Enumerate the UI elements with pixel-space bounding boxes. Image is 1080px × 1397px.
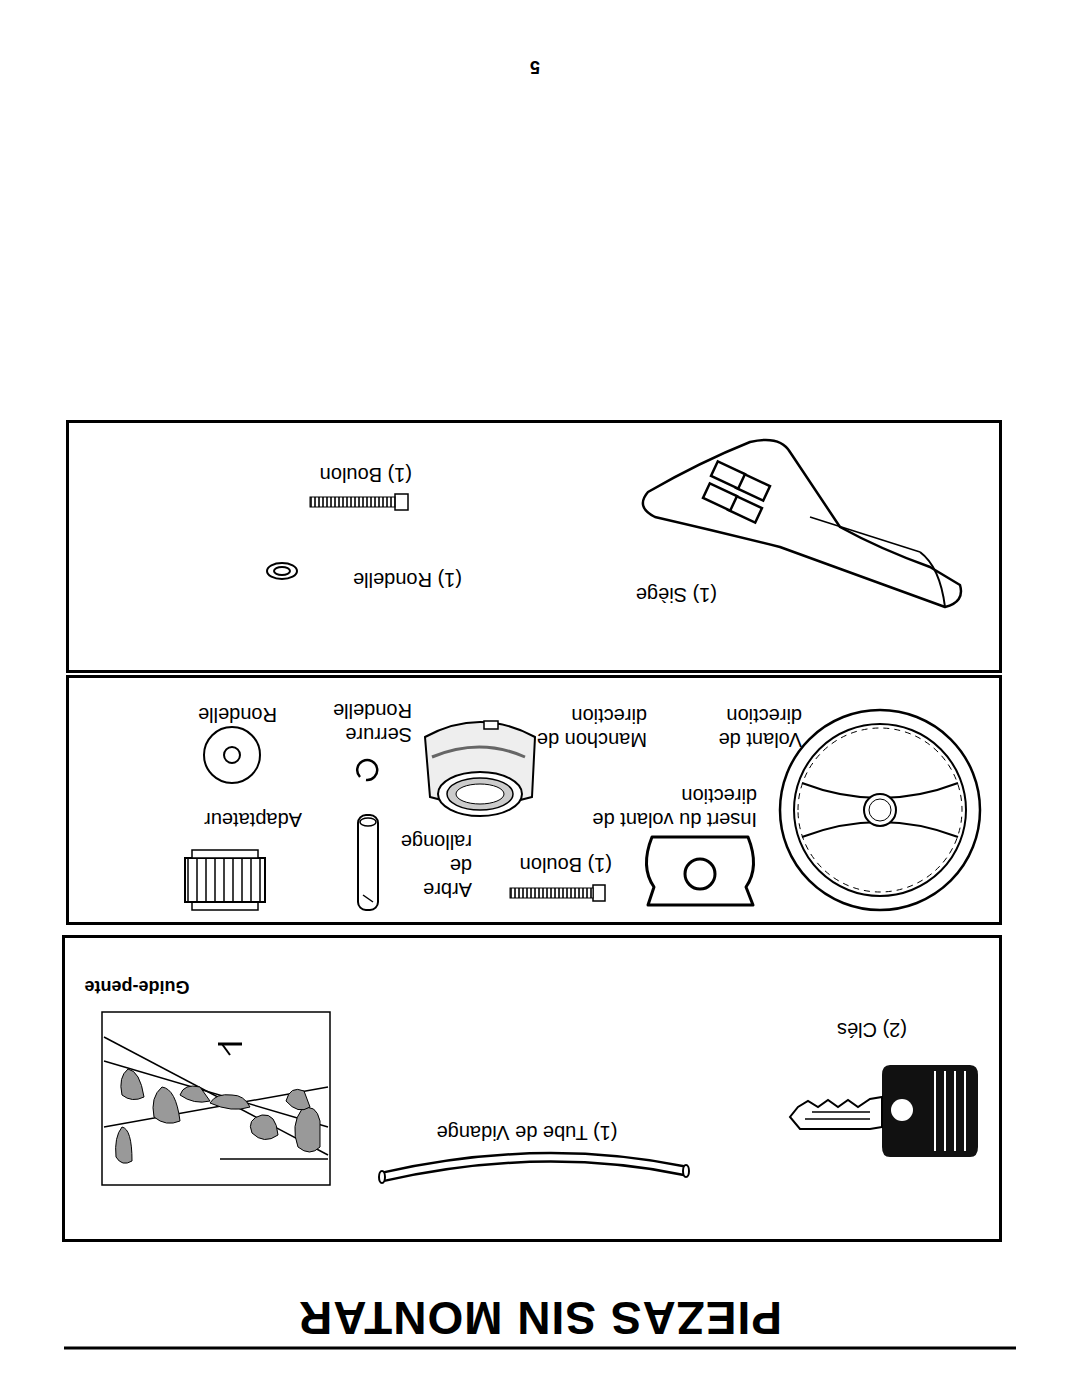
part-label: Volant de direction <box>662 704 802 752</box>
bolt-icon <box>310 494 408 510</box>
part-label: Rondelle <box>167 703 277 727</box>
rule-line <box>64 1347 1016 1350</box>
slope-guide <box>102 1012 330 1185</box>
part-label: (1) Boulon <box>482 853 612 877</box>
part-label: Serrure Rondelle <box>312 699 412 747</box>
steering-wheel <box>780 710 980 910</box>
page-title: PIEZAS SIN MONTAR <box>0 1291 1080 1345</box>
wheel-insert <box>646 837 753 905</box>
parts-panel: (2) Clés(1) Tube de VidangeGuide-pente <box>62 935 1002 1242</box>
part-label: Guide-pente <box>57 975 217 997</box>
lock-washer <box>357 760 377 780</box>
parts-panel: Volant de directionInsert du volant de d… <box>66 675 1002 925</box>
adapter-gear <box>185 850 265 910</box>
part-label: (1) Boulon <box>282 463 412 487</box>
seat <box>643 440 961 607</box>
part-label: Manchon de direction <box>497 704 647 752</box>
page-number: 5 <box>530 56 540 77</box>
parts-panel: (1) Siège (1) Rondelle (1) Boulon <box>66 420 1002 673</box>
part-label: (1) Siège <box>587 583 717 607</box>
part-label: (1) Rondelle <box>312 568 462 592</box>
part-label: Arbre de rallonge <box>406 830 472 902</box>
drain-tube <box>379 1157 689 1183</box>
part-label: Insert du volant de direction <box>567 784 757 832</box>
washer-icon <box>204 727 260 783</box>
washer-icon <box>267 563 297 579</box>
part-label: Adaptateur <box>162 808 302 832</box>
bolt-icon <box>510 885 605 901</box>
extension-shaft <box>358 815 378 910</box>
part-label: (1) Tube de Vidange <box>427 1121 627 1145</box>
steering-sleeve <box>425 721 535 816</box>
key-icon <box>790 1065 978 1157</box>
part-label: (2) Clés <box>817 1018 927 1042</box>
